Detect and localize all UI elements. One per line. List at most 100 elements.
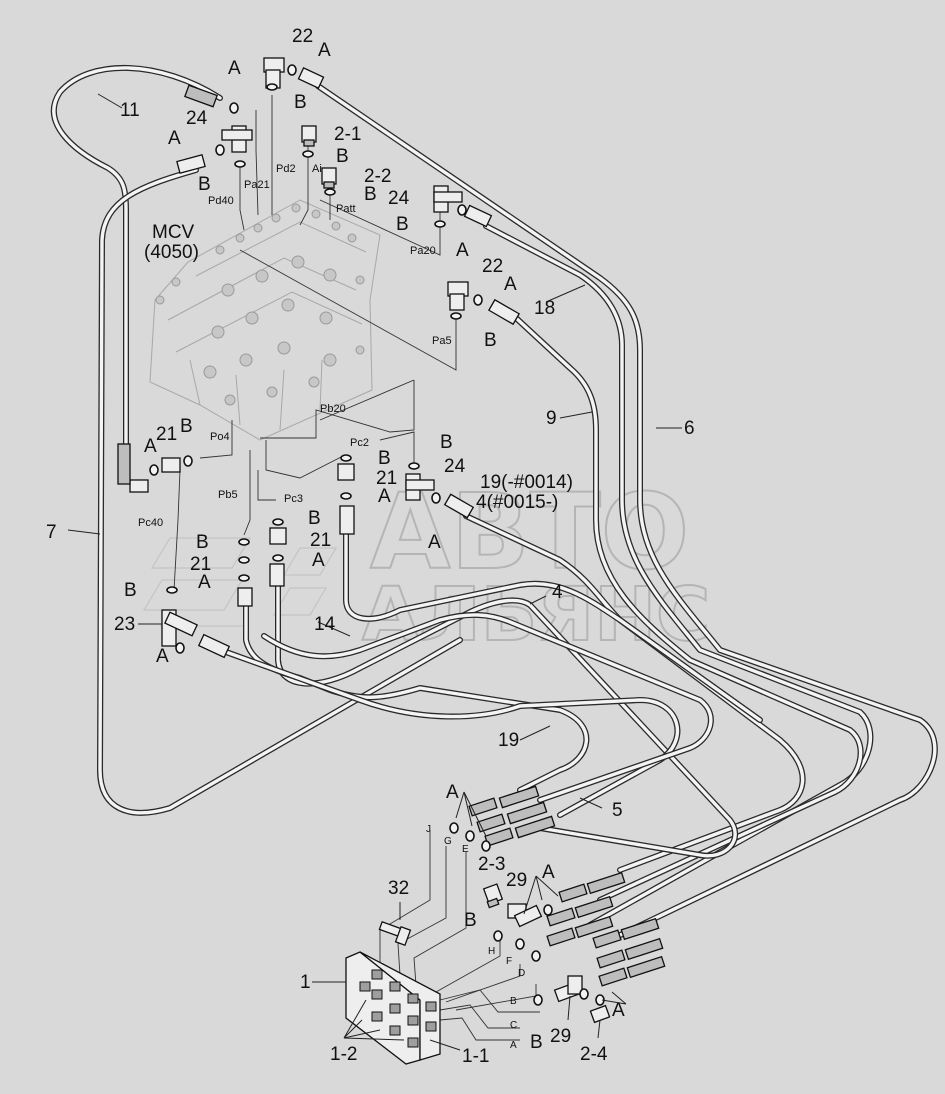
o-ring <box>493 930 503 942</box>
o-ring <box>515 938 525 950</box>
o-ring <box>302 150 314 158</box>
o-ring <box>533 994 543 1006</box>
port-label: Pa20 <box>410 245 436 257</box>
callout-label: 29 <box>550 1026 571 1047</box>
callout-label: 24 <box>186 108 208 129</box>
o-ring <box>465 830 475 842</box>
port-label: Pd40 <box>208 195 234 207</box>
o-ring <box>229 102 239 114</box>
hose-end-group-mid <box>546 871 626 947</box>
callout-label: B <box>364 184 377 205</box>
port-label: Pb20 <box>320 403 346 415</box>
callout-label: 2-1 <box>334 124 361 145</box>
callout-label: 6 <box>684 418 695 439</box>
callout-label: 4 <box>552 582 563 603</box>
o-ring <box>543 904 553 916</box>
adapter-po4 <box>129 479 149 493</box>
callout-label: 14 <box>314 614 336 635</box>
adapter-21-pc3 <box>269 527 287 545</box>
callout-label: A <box>312 550 325 571</box>
o-ring <box>215 144 225 156</box>
o-ring <box>473 294 483 306</box>
o-ring <box>166 586 178 594</box>
callout-label: 1-1 <box>462 1046 489 1067</box>
callout-label: B <box>308 508 321 529</box>
callout-label: A <box>456 240 469 261</box>
hoses <box>50 65 938 943</box>
port-label: Pc40 <box>138 517 163 529</box>
connection-letter: G <box>444 836 452 847</box>
port-label: Pc2 <box>350 437 369 449</box>
tee-23 <box>161 609 198 647</box>
mcv-label: MCV (4050) <box>144 222 199 263</box>
port-label: Pc3 <box>284 493 303 505</box>
callout-label: 23 <box>114 614 135 635</box>
port-labels: Pd2 Pa21 Ai Patt Pd40 Pa20 Pa5 Pb20 Po4 … <box>138 163 452 529</box>
hose-end-9 <box>487 298 521 326</box>
callout-label: 22 <box>482 256 503 277</box>
callout-label: B <box>124 580 137 601</box>
o-ring <box>238 574 250 582</box>
adapters <box>117 57 611 1024</box>
callout-label: B <box>484 330 497 351</box>
o-ring <box>234 160 246 168</box>
callout-label: B <box>378 448 391 469</box>
port-label: Po4 <box>210 431 230 443</box>
callout-label: A <box>228 58 241 79</box>
o-ring <box>238 556 250 564</box>
callout-label: A <box>144 436 157 457</box>
connection-letter: B <box>510 996 517 1007</box>
bolt-32 <box>378 920 412 947</box>
callout-label: 24 <box>444 456 466 477</box>
callout-label: A <box>168 128 181 149</box>
callout-label: 5 <box>612 800 623 821</box>
callout-label: A <box>542 862 555 883</box>
adapter-21-pc3-lower <box>269 563 285 587</box>
tee-24-right <box>433 185 463 213</box>
elbow-22-top <box>263 57 285 89</box>
pilot-lines <box>379 830 540 1041</box>
o-ring <box>449 822 459 834</box>
callout-label: 11 <box>120 100 140 121</box>
callout-label: B <box>336 146 349 167</box>
plug-2-4 <box>589 1004 611 1024</box>
o-ring <box>434 220 446 228</box>
callout-label: 18 <box>534 298 555 319</box>
callout-label: A <box>446 782 459 803</box>
port-label: Pd2 <box>276 163 296 175</box>
callout-label: 7 <box>46 522 57 543</box>
adapter-21-pb5 <box>237 587 253 607</box>
adapter-21-pc2-lower <box>339 505 355 535</box>
callout-leaders <box>67 93 682 1051</box>
callout-label: 32 <box>388 878 409 899</box>
hose-end-fittings <box>468 785 666 987</box>
connection-letter: C <box>510 1020 517 1031</box>
callout-label: 21 <box>310 530 331 551</box>
port-label: Ai <box>312 163 322 175</box>
mcv-model: (4050) <box>144 242 199 263</box>
hose-end-11 <box>184 84 218 108</box>
callout-label: B <box>180 416 193 437</box>
callout-label: B <box>198 174 211 195</box>
o-ring <box>481 840 491 852</box>
connection-letter: A <box>510 1040 517 1051</box>
elbow-22-right <box>447 281 469 311</box>
o-ring <box>531 950 541 962</box>
connection-letter: E <box>462 844 469 855</box>
callout-label: B <box>530 1032 543 1053</box>
connection-letter: H <box>488 946 495 957</box>
elbow-29-lower <box>553 975 583 1003</box>
hose-end-18 <box>463 204 493 228</box>
callout-label: 21 <box>376 468 397 489</box>
callout-label: A <box>612 1000 625 1021</box>
o-ring <box>266 83 278 91</box>
port-label: Pb5 <box>218 489 238 501</box>
hose-end-group-top <box>468 785 556 847</box>
callout-label: 2-2 <box>364 166 391 187</box>
connection-letter: F <box>506 956 512 967</box>
hose-end-23 <box>197 633 231 659</box>
main-control-valve <box>149 199 381 441</box>
callout-label: A <box>378 486 391 507</box>
callout-label: B <box>464 910 477 931</box>
